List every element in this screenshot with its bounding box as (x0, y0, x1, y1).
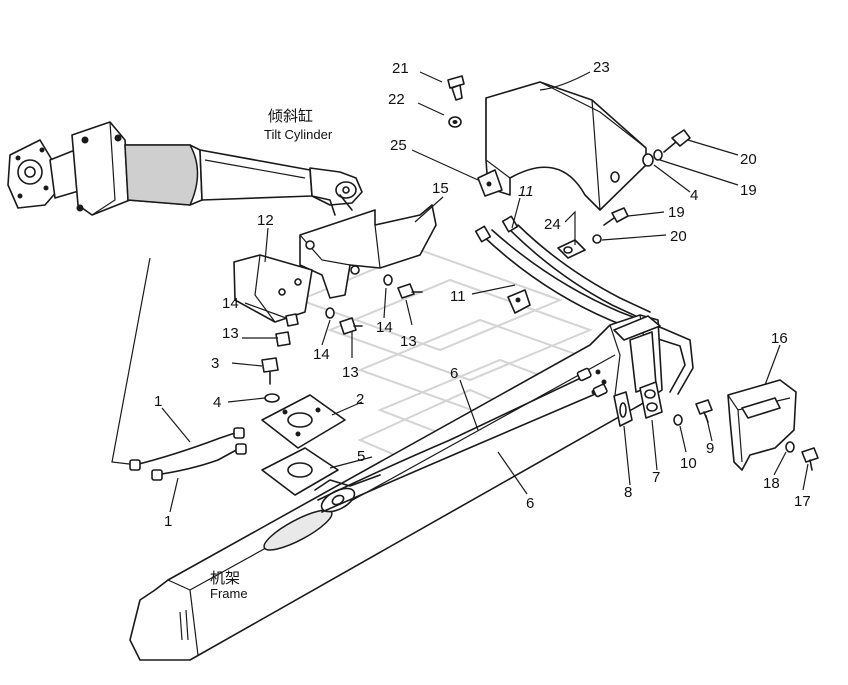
washer-19-upper (653, 149, 663, 161)
bolt-19-lower (603, 207, 629, 226)
callout-1-upper: 1 (154, 393, 162, 410)
callout-9: 9 (706, 440, 714, 457)
plate-8 (613, 391, 633, 427)
tilt-cylinder-label-zh: 倾斜缸 (268, 107, 313, 125)
callout-11-upper: 11 (518, 183, 534, 200)
bracket-15 (299, 204, 437, 299)
bracket-25 (477, 169, 503, 197)
clamp-11 (507, 289, 531, 314)
washer-4-upper (642, 153, 654, 167)
bolt-21 (447, 75, 465, 101)
clamp-16 (727, 379, 797, 471)
callout-22: 22 (388, 91, 405, 108)
washer-20-lower (592, 234, 602, 244)
callout-14-left: 14 (222, 295, 239, 312)
plate-2 (261, 394, 346, 449)
callout-20-lower: 20 (670, 228, 687, 245)
callout-15: 15 (432, 180, 449, 197)
callout-7: 7 (652, 469, 660, 486)
plate-12 (233, 254, 313, 323)
callout-13-left: 13 (222, 325, 239, 342)
tilt-cylinder (7, 121, 363, 216)
leader-line-cylinder (111, 257, 151, 466)
bolt-9 (695, 399, 713, 423)
callout-13-right: 13 (400, 333, 417, 350)
frame (129, 314, 663, 661)
pin-14-c (285, 313, 299, 327)
bolt-13-c (275, 331, 291, 347)
callout-4-upper: 4 (690, 187, 698, 204)
callout-2: 2 (356, 391, 364, 408)
callout-18: 18 (763, 475, 780, 492)
washer-4 (264, 393, 280, 403)
bolt-3 (261, 357, 279, 385)
cover-23 (485, 81, 647, 211)
callout-25: 25 (390, 137, 407, 154)
callout-6-lower: 6 (526, 495, 534, 512)
callout-4: 4 (213, 394, 221, 411)
callout-numbers: 21 22 23 25 20 19 4 19 20 24 15 12 11 11… (154, 59, 811, 530)
washer-18 (785, 441, 795, 453)
callout-12: 12 (257, 212, 274, 229)
callout-3: 3 (211, 355, 219, 372)
callout-13-mid: 13 (342, 364, 359, 381)
callout-8: 8 (624, 484, 632, 501)
frame-label-en: Frame (210, 586, 248, 601)
clip-24 (557, 239, 586, 259)
callout-21: 21 (392, 60, 409, 77)
leader-lines (161, 71, 809, 513)
callout-23: 23 (593, 59, 610, 76)
callout-5: 5 (357, 448, 365, 465)
callout-17: 17 (794, 493, 811, 510)
washer-14-b (325, 307, 335, 319)
callout-14-mid: 14 (313, 346, 330, 363)
gasket-5 (261, 447, 339, 496)
callout-10: 10 (680, 455, 697, 472)
callout-20-upper: 20 (740, 151, 757, 168)
frame-label-zh: 机架 (210, 569, 240, 587)
bolt-13-a (397, 283, 423, 299)
callout-16: 16 (771, 330, 788, 347)
hoses-1 (129, 427, 247, 481)
callout-14-right: 14 (376, 319, 393, 336)
tilt-cylinder-label-en: Tilt Cylinder (264, 127, 333, 142)
bolt-20-upper (663, 129, 691, 153)
callout-19-upper: 19 (740, 182, 757, 199)
hoses-6 (314, 367, 608, 513)
bolt-13-b (339, 317, 363, 335)
callout-24: 24 (544, 216, 561, 233)
callout-6-upper: 6 (450, 365, 458, 382)
plate-7 (639, 381, 663, 419)
washer-14-a (383, 274, 393, 286)
callout-1-lower: 1 (164, 513, 172, 530)
bolt-17 (801, 447, 819, 471)
callout-11-lower: 11 (450, 288, 466, 305)
callout-19-lower: 19 (668, 204, 685, 221)
washer-10 (673, 414, 683, 426)
